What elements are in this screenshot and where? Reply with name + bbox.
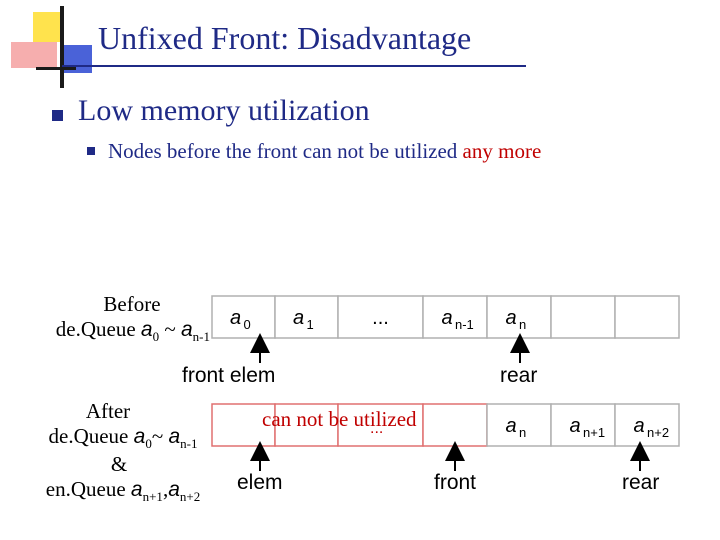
before-cell-subscript: 1 xyxy=(307,317,314,332)
after-cell xyxy=(614,403,680,447)
slide-title: Unfixed Front: Disadvantage xyxy=(98,20,472,56)
before-cell-label: ... xyxy=(372,307,389,329)
logo-vertical-line xyxy=(60,6,64,88)
after-front-label: front xyxy=(434,471,477,494)
after-dots: ... xyxy=(370,420,384,437)
title-underline xyxy=(62,65,526,67)
after-cell-label: a xyxy=(505,415,516,437)
pointer-arrows xyxy=(250,333,650,471)
after-cell xyxy=(550,403,616,447)
before-cell xyxy=(550,295,616,339)
cannot-utilized-label: can not be utilized xyxy=(262,407,417,431)
before-cell xyxy=(614,295,680,339)
before-cell-label: a xyxy=(441,307,452,329)
after-cell xyxy=(211,403,276,447)
before-cell-subscript: n-1 xyxy=(455,317,474,332)
before-rear-label: rear xyxy=(500,364,538,387)
after-cell-label: a xyxy=(569,415,580,437)
before-cell-subscript: 0 xyxy=(244,317,251,332)
logo-yellow-square xyxy=(33,12,63,42)
logo-red-square xyxy=(11,42,57,68)
before-cell-label: a xyxy=(293,307,304,329)
before-cell xyxy=(211,295,276,339)
before-front-elem-label: front elem xyxy=(182,364,276,387)
logo-horizontal-line xyxy=(36,67,76,70)
before-caption: Before de.Queue a0 ~ an-1 xyxy=(55,292,210,345)
after-rear-label: rear xyxy=(622,471,660,494)
after-cell-subscript: n+1 xyxy=(583,425,605,440)
before-cell xyxy=(337,295,424,339)
before-cell-subscript: n xyxy=(519,317,526,332)
highlight-text: any more xyxy=(462,139,542,163)
after-cell xyxy=(486,403,552,447)
sub-bullet-square-icon xyxy=(87,147,95,155)
before-cell-label: a xyxy=(230,307,241,329)
bullet-text: Low memory utilization xyxy=(78,94,370,127)
after-cell-subscript: n xyxy=(519,425,526,440)
after-cell-subscript: n+2 xyxy=(647,425,669,440)
after-elem-label: elem xyxy=(237,471,283,494)
after-caption: After de.Queue a0~ an-1 & en.Queue an+1,… xyxy=(45,399,201,505)
bullet-square-icon xyxy=(52,110,63,121)
after-cell-label: a xyxy=(633,415,644,437)
after-cell xyxy=(422,403,488,447)
before-cell-label: a xyxy=(505,307,516,329)
sub-bullet-text: Nodes before the front can not be utiliz… xyxy=(108,139,542,163)
before-cell xyxy=(422,295,488,339)
